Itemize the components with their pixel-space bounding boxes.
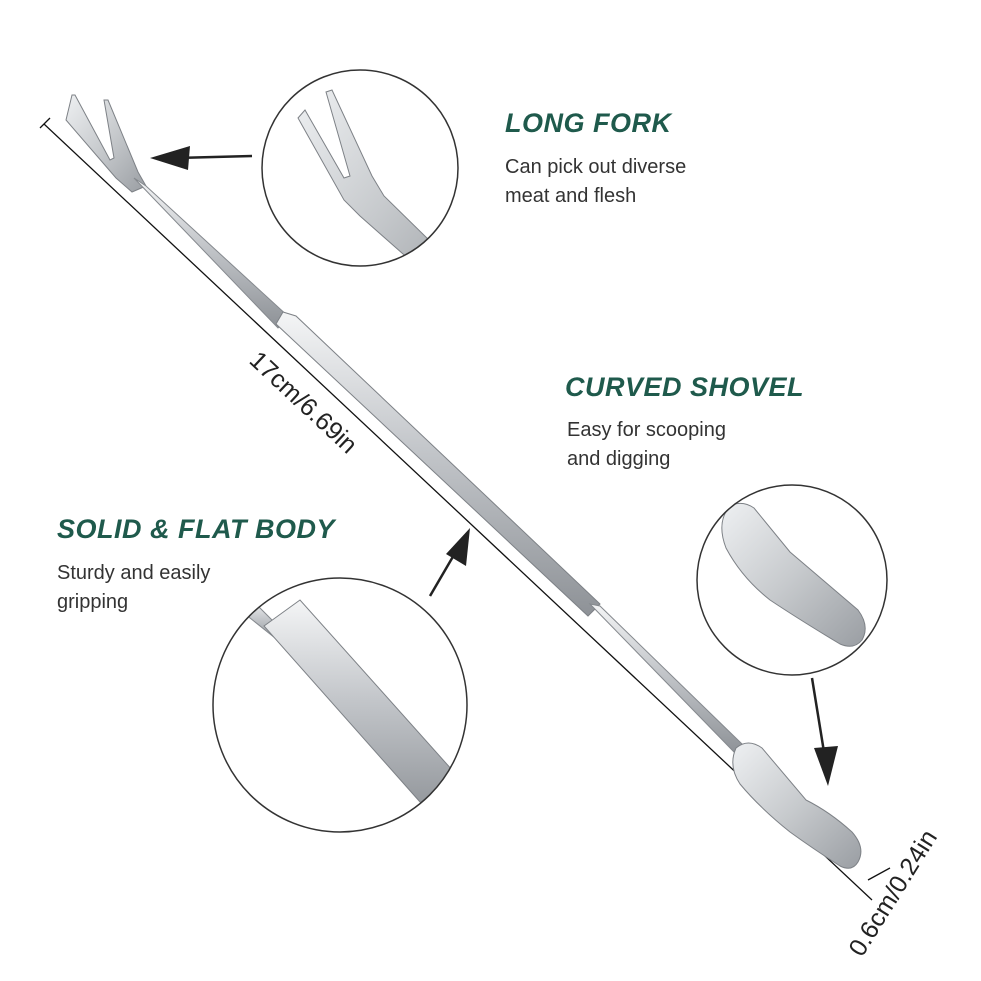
fork-tines bbox=[65, 94, 147, 193]
shovel-description: Easy for scooping and digging bbox=[567, 416, 726, 474]
pick-tool bbox=[65, 94, 862, 869]
arrow-down-icon bbox=[810, 677, 838, 786]
arrow-left-icon bbox=[150, 146, 253, 170]
shovel-title: CURVED SHOVEL bbox=[565, 372, 805, 402]
fork-description: Can pick out diverse meat and flesh bbox=[505, 153, 686, 211]
body-title: SOLID & FLAT BODY bbox=[57, 514, 335, 544]
lower-rod bbox=[588, 603, 743, 755]
shovel-end bbox=[732, 742, 862, 869]
fork-desc-line: meat and flesh bbox=[505, 185, 637, 207]
shovel-desc-line: and digging bbox=[567, 448, 671, 470]
flat-body bbox=[275, 311, 601, 617]
body-desc-line: Sturdy and easily bbox=[57, 562, 211, 584]
upper-rod bbox=[133, 177, 291, 329]
body-desc-line: gripping bbox=[57, 591, 129, 613]
fork-title: LONG FORK bbox=[505, 108, 672, 138]
shovel-desc-line: Easy for scooping bbox=[567, 419, 726, 441]
body-description: Sturdy and easily gripping bbox=[57, 559, 210, 617]
arrow-up-icon bbox=[428, 528, 470, 597]
fork-desc-line: Can pick out diverse bbox=[505, 156, 687, 178]
shovel-closeup bbox=[696, 484, 888, 676]
body-closeup bbox=[212, 577, 468, 833]
fork-closeup bbox=[261, 69, 459, 267]
width-dimension-tick bbox=[867, 867, 891, 881]
